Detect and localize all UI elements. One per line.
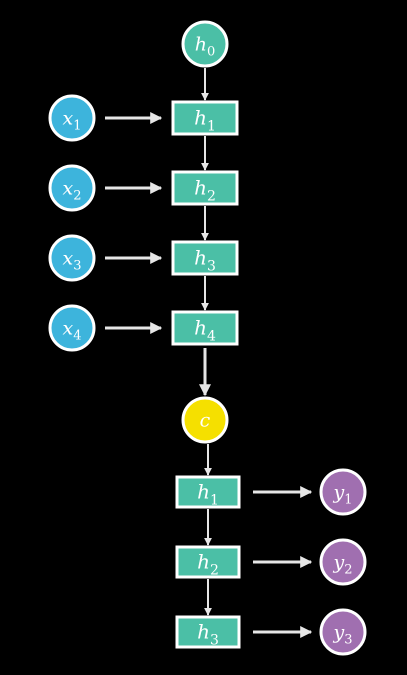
decoder-hidden-h2-label: h2 [197,550,219,579]
encoder-hidden-h4-label-subscript: 4 [207,329,216,345]
decoder-hidden-h3: h3 [175,615,241,649]
context-vector-c-label-base: c [200,409,211,431]
input-node-x1-label: x1 [63,107,82,133]
input-node-x2-label: x2 [63,177,82,203]
input-node-x4-label-base: x [63,317,74,339]
encoder-hidden-h4-label-base: h [194,316,207,340]
encoder-hidden-h1: h1 [171,100,239,136]
encoder-hidden-h3-label-subscript: 3 [207,259,216,275]
decoder-hidden-h1-shape [175,475,241,509]
decoder-hidden-h1-label-base: h [197,480,210,504]
encoder-hidden-h4-label: h4 [194,316,216,345]
decoder-hidden-h3-label: h3 [197,620,219,649]
input-node-x3-label-base: x [63,247,74,269]
decoder-hidden-h3-label-subscript: 3 [210,633,219,649]
context-vector-c-label: c [200,409,211,431]
encoder-hidden-h3-label-base: h [194,246,207,270]
decoder-hidden-h3-shape [175,615,241,649]
encoder-hidden-h4-shape [171,310,239,346]
input-node-x4-label-subscript: 4 [73,328,81,343]
input-node-x3-label: x3 [63,247,82,273]
output-node-y1-shape [319,468,367,516]
decoder-hidden-h1: h1 [175,475,241,509]
output-node-y3: y3 [319,608,367,656]
hidden-state-h0: h0 [181,20,229,68]
input-node-x1-shape [48,94,96,142]
output-node-y1-label-subscript: 1 [344,492,352,507]
encoder-hidden-h3: h3 [171,240,239,276]
hidden-state-h0-label-base: h [195,33,207,55]
input-node-x3: x3 [48,234,96,282]
decoder-hidden-h3-label-base: h [197,620,210,644]
hidden-state-h0-label-subscript: 0 [207,44,215,59]
encoder-hidden-h2-shape [171,170,239,206]
encoder-hidden-h4: h4 [171,310,239,346]
input-node-x1: x1 [48,94,96,142]
input-node-x4-label: x4 [63,317,82,343]
input-node-x2: x2 [48,164,96,212]
output-node-y1-label: y1 [332,481,352,507]
input-node-x1-label-subscript: 1 [73,118,81,133]
encoder-hidden-h1-label-subscript: 1 [207,119,216,135]
input-node-x4-shape [48,304,96,352]
encoder-hidden-h2-label: h2 [194,176,216,205]
input-node-x1-label-base: x [63,107,74,129]
hidden-state-h0-label: h0 [195,33,216,59]
output-node-y1-label-base: y [332,481,344,503]
input-node-x2-label-subscript: 2 [73,188,81,203]
encoder-hidden-h1-shape [171,100,239,136]
input-node-x3-label-subscript: 3 [73,258,81,273]
context-vector-c: c [181,396,229,444]
output-node-y2: y2 [319,538,367,586]
encoder-hidden-h3-label: h3 [194,246,216,275]
encoder-hidden-h2-label-base: h [194,176,207,200]
decoder-hidden-h2-shape [175,545,241,579]
output-node-y2-label-base: y [332,551,344,573]
encoder-hidden-h1-label-base: h [194,106,207,130]
output-node-y3-shape [319,608,367,656]
output-node-y1: y1 [319,468,367,516]
output-node-y3-label: y3 [332,621,352,647]
output-node-y2-label: y2 [332,551,352,577]
encoder-hidden-h3-shape [171,240,239,276]
output-node-y2-label-subscript: 2 [344,562,352,577]
encoder-hidden-h1-label: h1 [194,106,216,135]
hidden-state-h0-shape [181,20,229,68]
input-node-x4: x4 [48,304,96,352]
encoder-hidden-h2: h2 [171,170,239,206]
encoder-hidden-h2-label-subscript: 2 [207,189,216,205]
decoder-hidden-h2: h2 [175,545,241,579]
input-node-x3-shape [48,234,96,282]
context-vector-c-shape [181,396,229,444]
decoder-hidden-h2-label-subscript: 2 [210,563,219,579]
input-node-x2-label-base: x [63,177,74,199]
input-node-x2-shape [48,164,96,212]
output-node-y3-label-subscript: 3 [344,632,352,647]
decoder-hidden-h1-label: h1 [197,480,219,509]
decoder-hidden-h2-label-base: h [197,550,210,574]
output-node-y3-label-base: y [332,621,344,643]
edges [105,68,313,638]
output-node-y2-shape [319,538,367,586]
decoder-hidden-h1-label-subscript: 1 [210,493,219,509]
